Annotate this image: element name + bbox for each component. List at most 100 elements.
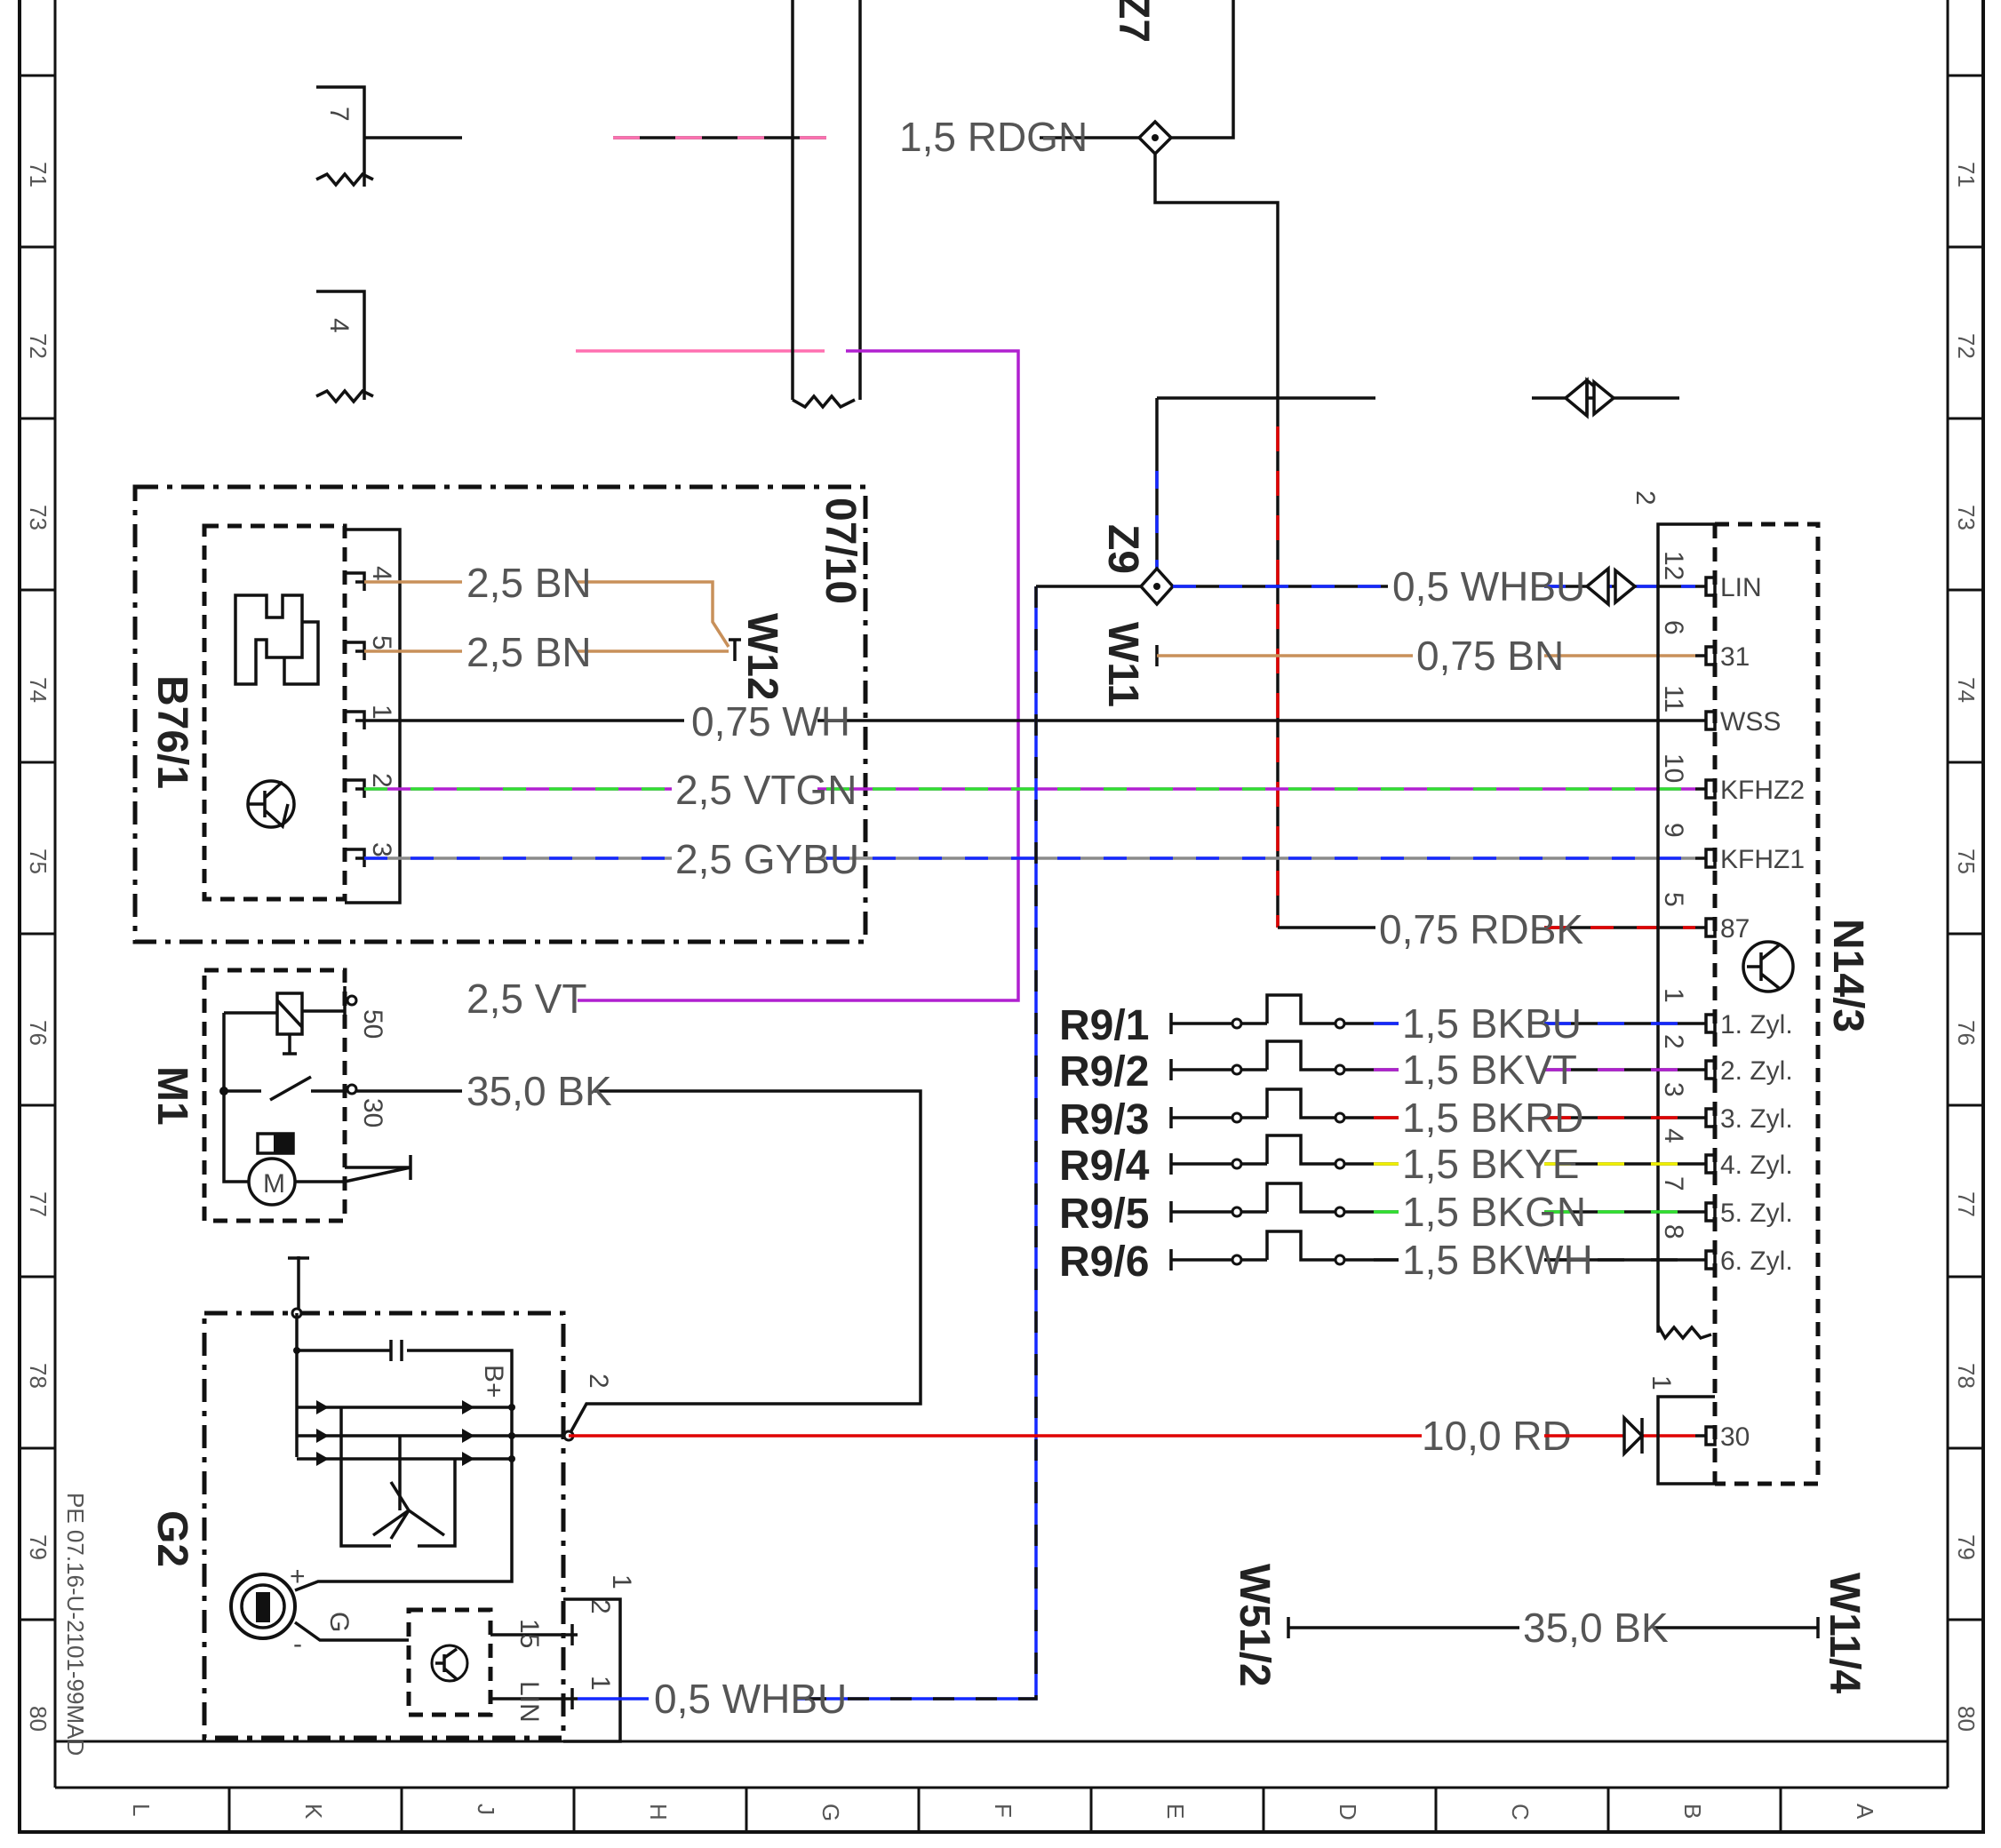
glow-plug-icon bbox=[1169, 1134, 1336, 1175]
label-z9: Z9 bbox=[1099, 524, 1146, 574]
pin-number: 3 bbox=[367, 842, 396, 857]
svg-text:2: 2 bbox=[586, 1599, 615, 1614]
glow-plug-label: R9/3 bbox=[1059, 1096, 1149, 1143]
pin-connector bbox=[1695, 1153, 1717, 1175]
grid-row-label: 79 bbox=[25, 1534, 52, 1560]
grid-row-label: 71 bbox=[1953, 162, 1980, 187]
svg-text:1: 1 bbox=[586, 1676, 615, 1691]
pin-connector bbox=[1695, 1107, 1717, 1128]
pin-connector bbox=[347, 778, 366, 798]
pin-connector bbox=[1695, 710, 1717, 731]
wire-label: 1,5 BKWH bbox=[1402, 1237, 1593, 1283]
grid-row-label: 76 bbox=[1953, 1020, 1980, 1046]
grid-row-label: 73 bbox=[25, 505, 52, 530]
glow-plug-label: R9/1 bbox=[1059, 1002, 1149, 1049]
pin-name: 30 bbox=[1720, 1422, 1750, 1452]
wire-label-bn: 0,75 BN bbox=[1416, 633, 1564, 679]
pin-name: 31 bbox=[1720, 642, 1750, 672]
component-m1: M1 M bbox=[148, 968, 412, 1223]
pin-number: 6 bbox=[1659, 620, 1688, 635]
svg-text:B+: B+ bbox=[479, 1365, 508, 1398]
label-z7: Z7 bbox=[1110, 0, 1157, 43]
wire-label-rdgn: 1,5 RDGN bbox=[899, 114, 1088, 160]
component-n14-3: N14/3 2 1 bbox=[1630, 490, 1871, 1486]
label-w11: W11 bbox=[1099, 622, 1146, 707]
pin-number: 2 bbox=[367, 773, 396, 788]
connector-plug-icon bbox=[1622, 1414, 1645, 1458]
pin-number: 9 bbox=[1659, 823, 1688, 838]
wire-label-vt: 2,5 VT bbox=[466, 976, 587, 1022]
grid-row-labels: 71 72 73 74 75 76 77 78 79 80 71 72 73 7… bbox=[25, 162, 1980, 1732]
pin-connector bbox=[1695, 1249, 1717, 1270]
grid-col-label: A bbox=[1852, 1804, 1878, 1820]
wire-label: 1,5 BKBU bbox=[1402, 1000, 1582, 1047]
pin-number: 4 bbox=[1659, 1128, 1688, 1143]
label-w11-4: W11/4 bbox=[1821, 1573, 1868, 1693]
transistor-icon bbox=[246, 779, 296, 829]
svg-text:+: + bbox=[290, 1562, 306, 1591]
pin-number: 2 bbox=[1659, 1034, 1688, 1049]
label-w51-2: W51/2 bbox=[1231, 1564, 1278, 1687]
pin-name: KFHZ2 bbox=[1720, 776, 1805, 805]
svg-text:15: 15 bbox=[514, 1619, 544, 1648]
cable-bundle bbox=[791, 0, 862, 400]
grid-col-label: B bbox=[1679, 1804, 1706, 1819]
pin-number: 1 bbox=[1659, 988, 1688, 1003]
wire-label-gybu: 2,5 GYBU bbox=[675, 836, 859, 882]
transistor-icon bbox=[1742, 940, 1795, 993]
pin-connector bbox=[347, 848, 366, 867]
pin-number: 11 bbox=[1659, 685, 1688, 713]
grid-row-label: 73 bbox=[1953, 505, 1980, 530]
grid-col-label: K bbox=[300, 1804, 327, 1820]
label-07-10: 07/10 bbox=[817, 498, 864, 604]
wire-label-bk: 35,0 BK bbox=[466, 1068, 612, 1114]
pin-number: 5 bbox=[367, 635, 396, 650]
component-b76-1: B76/1 07/10 bbox=[132, 484, 868, 944]
drawing-id: PE 07.16-U-2101-99MAD bbox=[62, 1493, 89, 1756]
svg-text:2: 2 bbox=[1630, 490, 1660, 506]
label-m1: M1 bbox=[148, 1066, 195, 1126]
pin-connector bbox=[1695, 778, 1717, 800]
glow-plug-label: R9/4 bbox=[1059, 1143, 1150, 1190]
pin-connector bbox=[1695, 1013, 1717, 1034]
wire-label-whbu: 0,5 WHBU bbox=[1392, 563, 1585, 609]
pin-connector bbox=[347, 710, 366, 729]
pin-connector bbox=[347, 641, 366, 660]
pin-connector bbox=[1695, 1059, 1717, 1080]
grid-row-label: 74 bbox=[25, 677, 52, 703]
wire-label-rdbk: 0,75 RDBK bbox=[1379, 906, 1583, 952]
wire-label: 1,5 BKGN bbox=[1402, 1189, 1586, 1235]
pin-number: 8 bbox=[1659, 1224, 1688, 1239]
grid-ticks bbox=[20, 74, 1983, 1832]
grid-col-label: D bbox=[1335, 1804, 1361, 1820]
heater-icon bbox=[234, 593, 304, 686]
grid-row-label: 72 bbox=[25, 333, 52, 359]
grid-row-label: 79 bbox=[1953, 1534, 1980, 1560]
svg-text:1: 1 bbox=[607, 1574, 636, 1589]
pin-name: 1. Zyl. bbox=[1720, 1010, 1793, 1040]
grid-col-label: L bbox=[128, 1804, 155, 1816]
svg-text:LIN: LIN bbox=[514, 1681, 544, 1723]
pin-name: 5. Zyl. bbox=[1720, 1199, 1793, 1228]
grid-row-label: 74 bbox=[1953, 677, 1980, 703]
svg-text:G: G bbox=[324, 1612, 354, 1632]
pin-name: LIN bbox=[1720, 573, 1762, 602]
component-g2: G2 B+ + - G 15 LIN 2 1 1 2 bbox=[148, 1256, 636, 1743]
wire-label-whbu: 0,5 WHBU bbox=[654, 1676, 847, 1722]
grid-col-label: J bbox=[473, 1804, 499, 1815]
pin-name: 6. Zyl. bbox=[1720, 1247, 1793, 1276]
grid-row-label: 77 bbox=[25, 1191, 52, 1217]
glow-plug-icon bbox=[1169, 1040, 1336, 1080]
pin-connector bbox=[1695, 645, 1717, 666]
wire-label-bn: 2,5 BN bbox=[466, 560, 592, 606]
label-n14-3: N14/3 bbox=[1824, 919, 1871, 1032]
glow-plug-icon bbox=[1169, 1087, 1336, 1128]
wire-label-bk: 35,0 BK bbox=[1523, 1605, 1669, 1651]
resistor-stubs-top: 7 4 bbox=[315, 85, 462, 404]
label-w12: W12 bbox=[738, 613, 785, 701]
signal-wires bbox=[364, 719, 1695, 860]
grid-row-label: 78 bbox=[1953, 1363, 1980, 1389]
grid-row-label: 75 bbox=[1953, 848, 1980, 874]
grid-row-label: 71 bbox=[25, 162, 52, 187]
glow-plug-icon bbox=[1169, 993, 1336, 1034]
